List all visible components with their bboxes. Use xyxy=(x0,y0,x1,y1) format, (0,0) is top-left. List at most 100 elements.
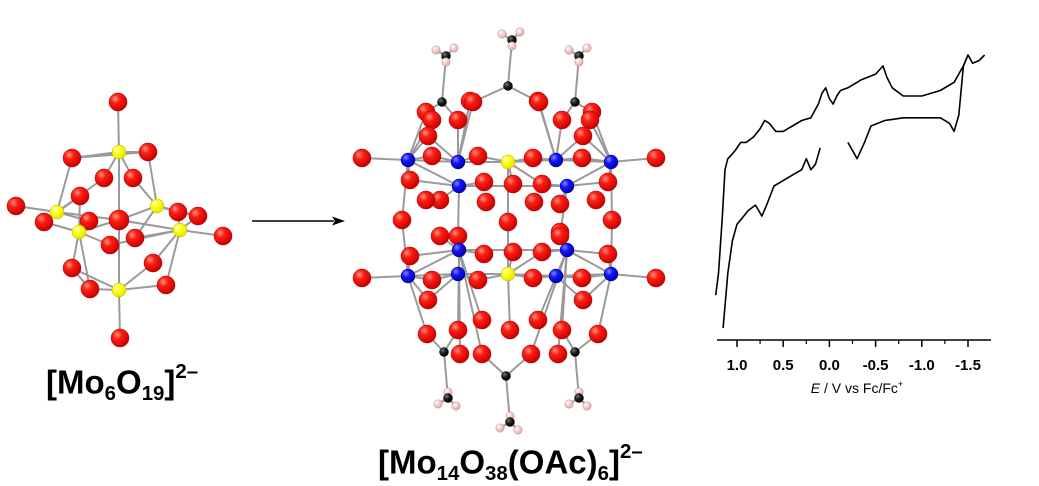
oxygen-atom xyxy=(400,246,420,266)
x-axis-title-superscript: + xyxy=(897,379,904,389)
hydrogen-atom xyxy=(449,43,459,53)
oxygen-atom xyxy=(529,92,549,112)
hydrogen-atom xyxy=(431,45,441,55)
oxygen-atom xyxy=(602,210,622,230)
hydrogen-atom xyxy=(497,29,507,39)
oxygen-atom xyxy=(138,142,158,162)
oxygen-atom xyxy=(110,328,130,348)
oxygen-atom xyxy=(646,268,666,288)
oxygen-atom xyxy=(521,344,541,364)
oxygen-atom xyxy=(588,324,608,344)
molybdenum-atom xyxy=(500,266,516,282)
hydrogen-atom xyxy=(582,43,592,53)
bond-line xyxy=(566,249,612,275)
oxygen-atom xyxy=(143,253,163,273)
oxygen-atom xyxy=(550,194,570,214)
hydrogen-atom xyxy=(582,401,592,411)
oxygen-atom xyxy=(125,228,145,248)
bond-line xyxy=(401,159,409,221)
oxygen-atom xyxy=(6,196,26,216)
oxygen-atom xyxy=(416,190,436,210)
oxygen-atom xyxy=(352,148,372,168)
x-tick-label: 0.5 xyxy=(773,357,794,374)
bond-line xyxy=(597,273,612,335)
oxygen-atom xyxy=(503,242,523,262)
oxygen-atom xyxy=(94,168,114,188)
formula-text: [Mo xyxy=(378,443,437,481)
bond-line xyxy=(566,161,612,187)
x-axis-title-text: / V vs Fc/Fc xyxy=(820,380,898,396)
formula-subscript: 19 xyxy=(141,381,165,405)
oxygen-atom xyxy=(498,212,518,232)
bond-line xyxy=(507,273,511,331)
oxygen-atom xyxy=(463,92,483,112)
molybdenum-atom xyxy=(450,266,466,282)
cv-trace xyxy=(722,147,821,329)
formula-text: (OAc) xyxy=(507,443,598,481)
formula-subscript: 6 xyxy=(597,461,609,485)
oxygen-atom xyxy=(468,270,488,290)
bond-line xyxy=(457,100,471,163)
oxygen-atom xyxy=(448,320,468,340)
molybdenum-atom xyxy=(451,242,467,258)
carbon-atom xyxy=(439,347,449,357)
oxygen-atom xyxy=(79,211,99,231)
molybdenum-atom xyxy=(49,204,65,220)
hydrogen-atom xyxy=(574,57,584,67)
molybdenum-atom xyxy=(500,154,516,170)
oxygen-atom xyxy=(548,344,568,364)
bond-line xyxy=(109,229,181,246)
carbon-atom xyxy=(574,393,584,403)
oxygen-atom xyxy=(532,174,552,194)
carbon-atom xyxy=(503,81,513,91)
oxygen-atom xyxy=(523,268,543,288)
bond-line xyxy=(78,231,91,290)
oxygen-atom xyxy=(476,192,496,212)
formula-text: O xyxy=(116,363,142,401)
oxygen-atom xyxy=(552,320,572,340)
molybdenum-atom xyxy=(400,268,416,284)
molybdenum-atom xyxy=(71,224,87,240)
molybdenum-atom xyxy=(451,178,467,194)
oxygen-atom xyxy=(580,110,600,130)
oxygen-atom xyxy=(468,146,488,166)
x-axis-title: E / V vs Fc/Fc+ xyxy=(782,379,932,396)
x-axis-title-variable: E xyxy=(810,380,821,396)
formula-subscript: 6 xyxy=(104,381,117,405)
bond-line xyxy=(458,249,483,355)
bond-line xyxy=(610,161,613,221)
molybdenum-atom xyxy=(149,198,165,214)
formula-text: ] xyxy=(164,363,176,401)
mo14o38-oac6-formula: [Mo14O38(OAc)6]2– xyxy=(378,440,643,486)
mo6o19-structure xyxy=(6,92,233,348)
x-tick-label: -1.0 xyxy=(909,357,935,374)
molybdenum-atom xyxy=(559,242,575,258)
hydrogen-atom xyxy=(564,399,574,409)
oxygen-atom xyxy=(450,344,470,364)
x-tick-label: -1.5 xyxy=(955,357,981,374)
bond-line xyxy=(165,229,181,286)
x-tick-label: 0.0 xyxy=(819,357,840,374)
hydrogen-atom xyxy=(433,399,443,409)
formula-charge: 2– xyxy=(620,440,643,463)
oxygen-atom xyxy=(646,148,666,168)
oxygen-atom xyxy=(474,244,494,264)
oxygen-atom xyxy=(472,344,492,364)
molybdenum-atom xyxy=(548,152,564,168)
oxygen-atom xyxy=(417,324,437,344)
oxygen-atom xyxy=(430,226,450,246)
oxygen-atom xyxy=(552,110,572,130)
bond-line xyxy=(537,249,568,321)
molybdenum-atom xyxy=(400,152,416,168)
bond-line xyxy=(407,249,460,277)
bond-line xyxy=(401,219,409,277)
carbon-atom xyxy=(443,393,453,403)
formula-subscript: 14 xyxy=(436,461,460,485)
oxygen-atom xyxy=(573,290,593,310)
oxygen-atom xyxy=(156,275,176,295)
bond-line xyxy=(530,249,568,355)
carbon-atom xyxy=(501,371,511,381)
molybdenum-atom xyxy=(172,222,188,238)
